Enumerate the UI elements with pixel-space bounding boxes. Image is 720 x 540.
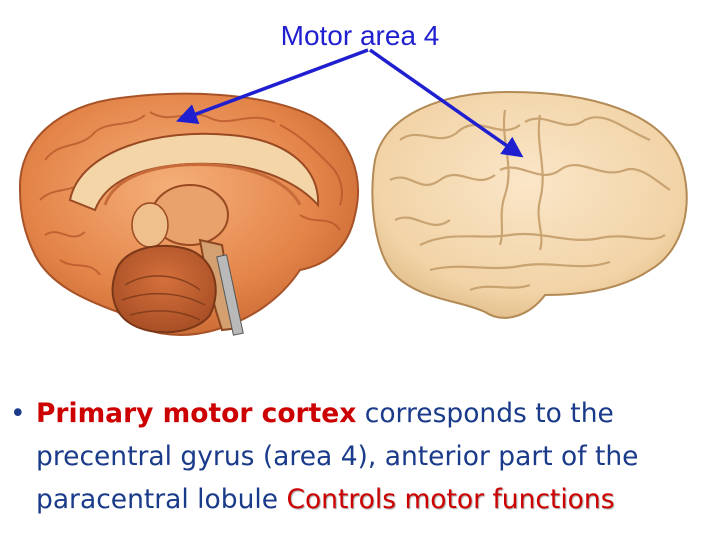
arrow-to-lateral: [368, 48, 524, 158]
highlight-controls-motor-functions: Controls motor functions: [286, 484, 615, 515]
medial-brain-view: [18, 92, 359, 336]
slide-title: Motor area 4: [280, 20, 440, 51]
lateral-brain-view: [371, 90, 688, 319]
bullet-line-1-rest: corresponds to the: [356, 398, 614, 429]
bullet-line-2: precentral gyrus (area 4), anterior part…: [36, 441, 639, 472]
bullet-text-block: • Primary motor cortex corresponds to the…: [10, 392, 710, 521]
bullet-line-3: paracentral lobule Controls motor functi…: [10, 478, 710, 521]
term-primary-motor-cortex: Primary motor cortex: [36, 398, 357, 429]
bullet-icon: •: [10, 398, 26, 429]
arrow-to-medial: [176, 48, 369, 124]
bullet-line-1: • Primary motor cortex corresponds to the: [10, 392, 710, 435]
bullet-line-3-start: paracentral lobule: [36, 484, 287, 515]
